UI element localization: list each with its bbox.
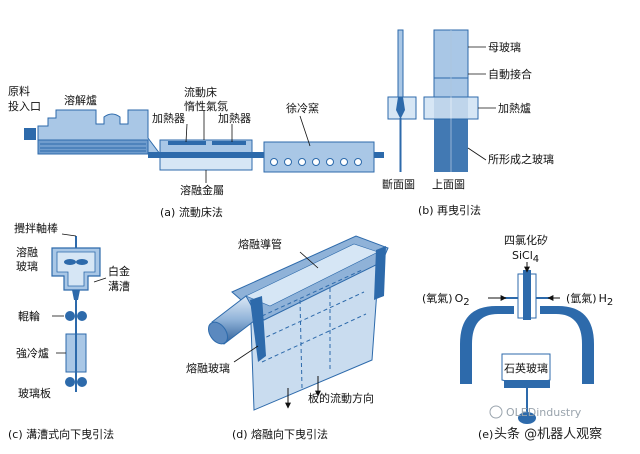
label-heater-left: 加熱器	[152, 112, 185, 125]
label-roller: 輥輪	[18, 309, 40, 323]
label-raw-material-2: 投入口	[8, 99, 41, 113]
label-melting-furnace: 溶解爐	[64, 93, 97, 107]
watermark-logo-icon	[489, 405, 503, 419]
panel-d-fusion-downdraw: 熔融導管 熔融玻璃 板的流動方向 (d) 熔融向下曳引法	[186, 235, 389, 441]
label-molten-glass-d: 熔融玻璃	[186, 361, 230, 375]
label-heating-furnace: 加熱爐	[498, 101, 531, 115]
label-flow-direction: 板的流動方向	[308, 391, 374, 405]
label-oxygen: (氧氣)O2	[422, 291, 470, 308]
pedestal	[504, 380, 550, 388]
annealing-kiln	[263, 141, 375, 173]
label-top-view: 上面圖	[432, 178, 465, 191]
roller-lower-right	[77, 377, 87, 387]
reaction-chamber	[460, 306, 514, 384]
label-platinum-2: 溝漕	[108, 279, 130, 293]
label-molten-2: 玻璃	[16, 259, 38, 273]
roller-lower-left	[65, 377, 75, 387]
caption-b: (b) 再曳引法	[418, 203, 481, 217]
roller-upper-left	[65, 311, 75, 321]
watermark: OLEDindustry 头条 @机器人观察	[489, 405, 602, 442]
label-hydrogen: (氫氣)H2	[566, 291, 613, 308]
label-molten-1: 溶融	[16, 245, 38, 259]
watermark-line2: 头条 @机器人观察	[494, 426, 602, 442]
watermark-line1: OLEDindustry	[506, 406, 582, 419]
caption-d: (d) 熔融向下曳引法	[232, 427, 328, 441]
label-section-view: 斷面圖	[382, 178, 415, 191]
panel-c-slot-downdraw: 攪拌軸棒 溶融 玻璃 白金 溝漕 輥輪 強冷爐 玻璃板 (c) 溝漕式向下曳引法	[8, 221, 130, 441]
label-glass-sheet: 玻璃板	[18, 386, 51, 400]
label-mother-glass: 母玻璃	[488, 40, 521, 54]
roller-upper-right	[77, 311, 87, 321]
label-quartz-glass: 石英玻璃	[504, 361, 548, 375]
caption-c: (c) 溝漕式向下曳引法	[8, 427, 114, 441]
label-molten-metal: 溶融金屬	[180, 183, 224, 197]
label-sicl4-2: SiCl4	[512, 249, 539, 265]
label-strong-cooling: 強冷爐	[16, 346, 49, 360]
label-sicl4-1: 四氯化矽	[504, 233, 548, 247]
label-stirring-rod: 攪拌軸棒	[14, 221, 58, 235]
label-platinum-1: 白金	[108, 264, 130, 278]
kiln-rollers	[270, 158, 362, 166]
caption-a: (a) 流動床法	[160, 205, 223, 219]
label-fusion-pipe: 熔融導管	[238, 237, 282, 251]
panel-b-redraw: 母玻璃 自動接合 加熱爐 所形成之玻璃 斷面圖 上面圖 (b) 再曳引法	[382, 29, 554, 217]
label-annealing-kiln: 徐冷窯	[286, 101, 319, 115]
label-formed-glass: 所形成之玻璃	[488, 152, 554, 166]
raw-material-hopper	[24, 128, 36, 140]
section-mother-glass	[397, 29, 404, 99]
panel-e-quartz: 四氯化矽 SiCl4 (氧氣)O2 (氫氣)H2 石英玻璃 (e)	[422, 233, 613, 441]
label-auto-join: 自動接合	[488, 67, 532, 81]
label-raw-material-1: 原料	[8, 84, 30, 98]
caption-e: (e)	[478, 428, 493, 441]
label-fluid-bed: 流動床	[184, 85, 217, 99]
label-inert-atmosphere: 惰性氣氛	[184, 99, 228, 113]
label-heater-right: 加熱器	[218, 112, 251, 125]
panel-a-fluid-bed: 原料 投入口 溶解爐 流動床 惰性氣氛 加熱器 加熱器 徐冷窯 溶融金屬 (a)…	[8, 84, 384, 219]
